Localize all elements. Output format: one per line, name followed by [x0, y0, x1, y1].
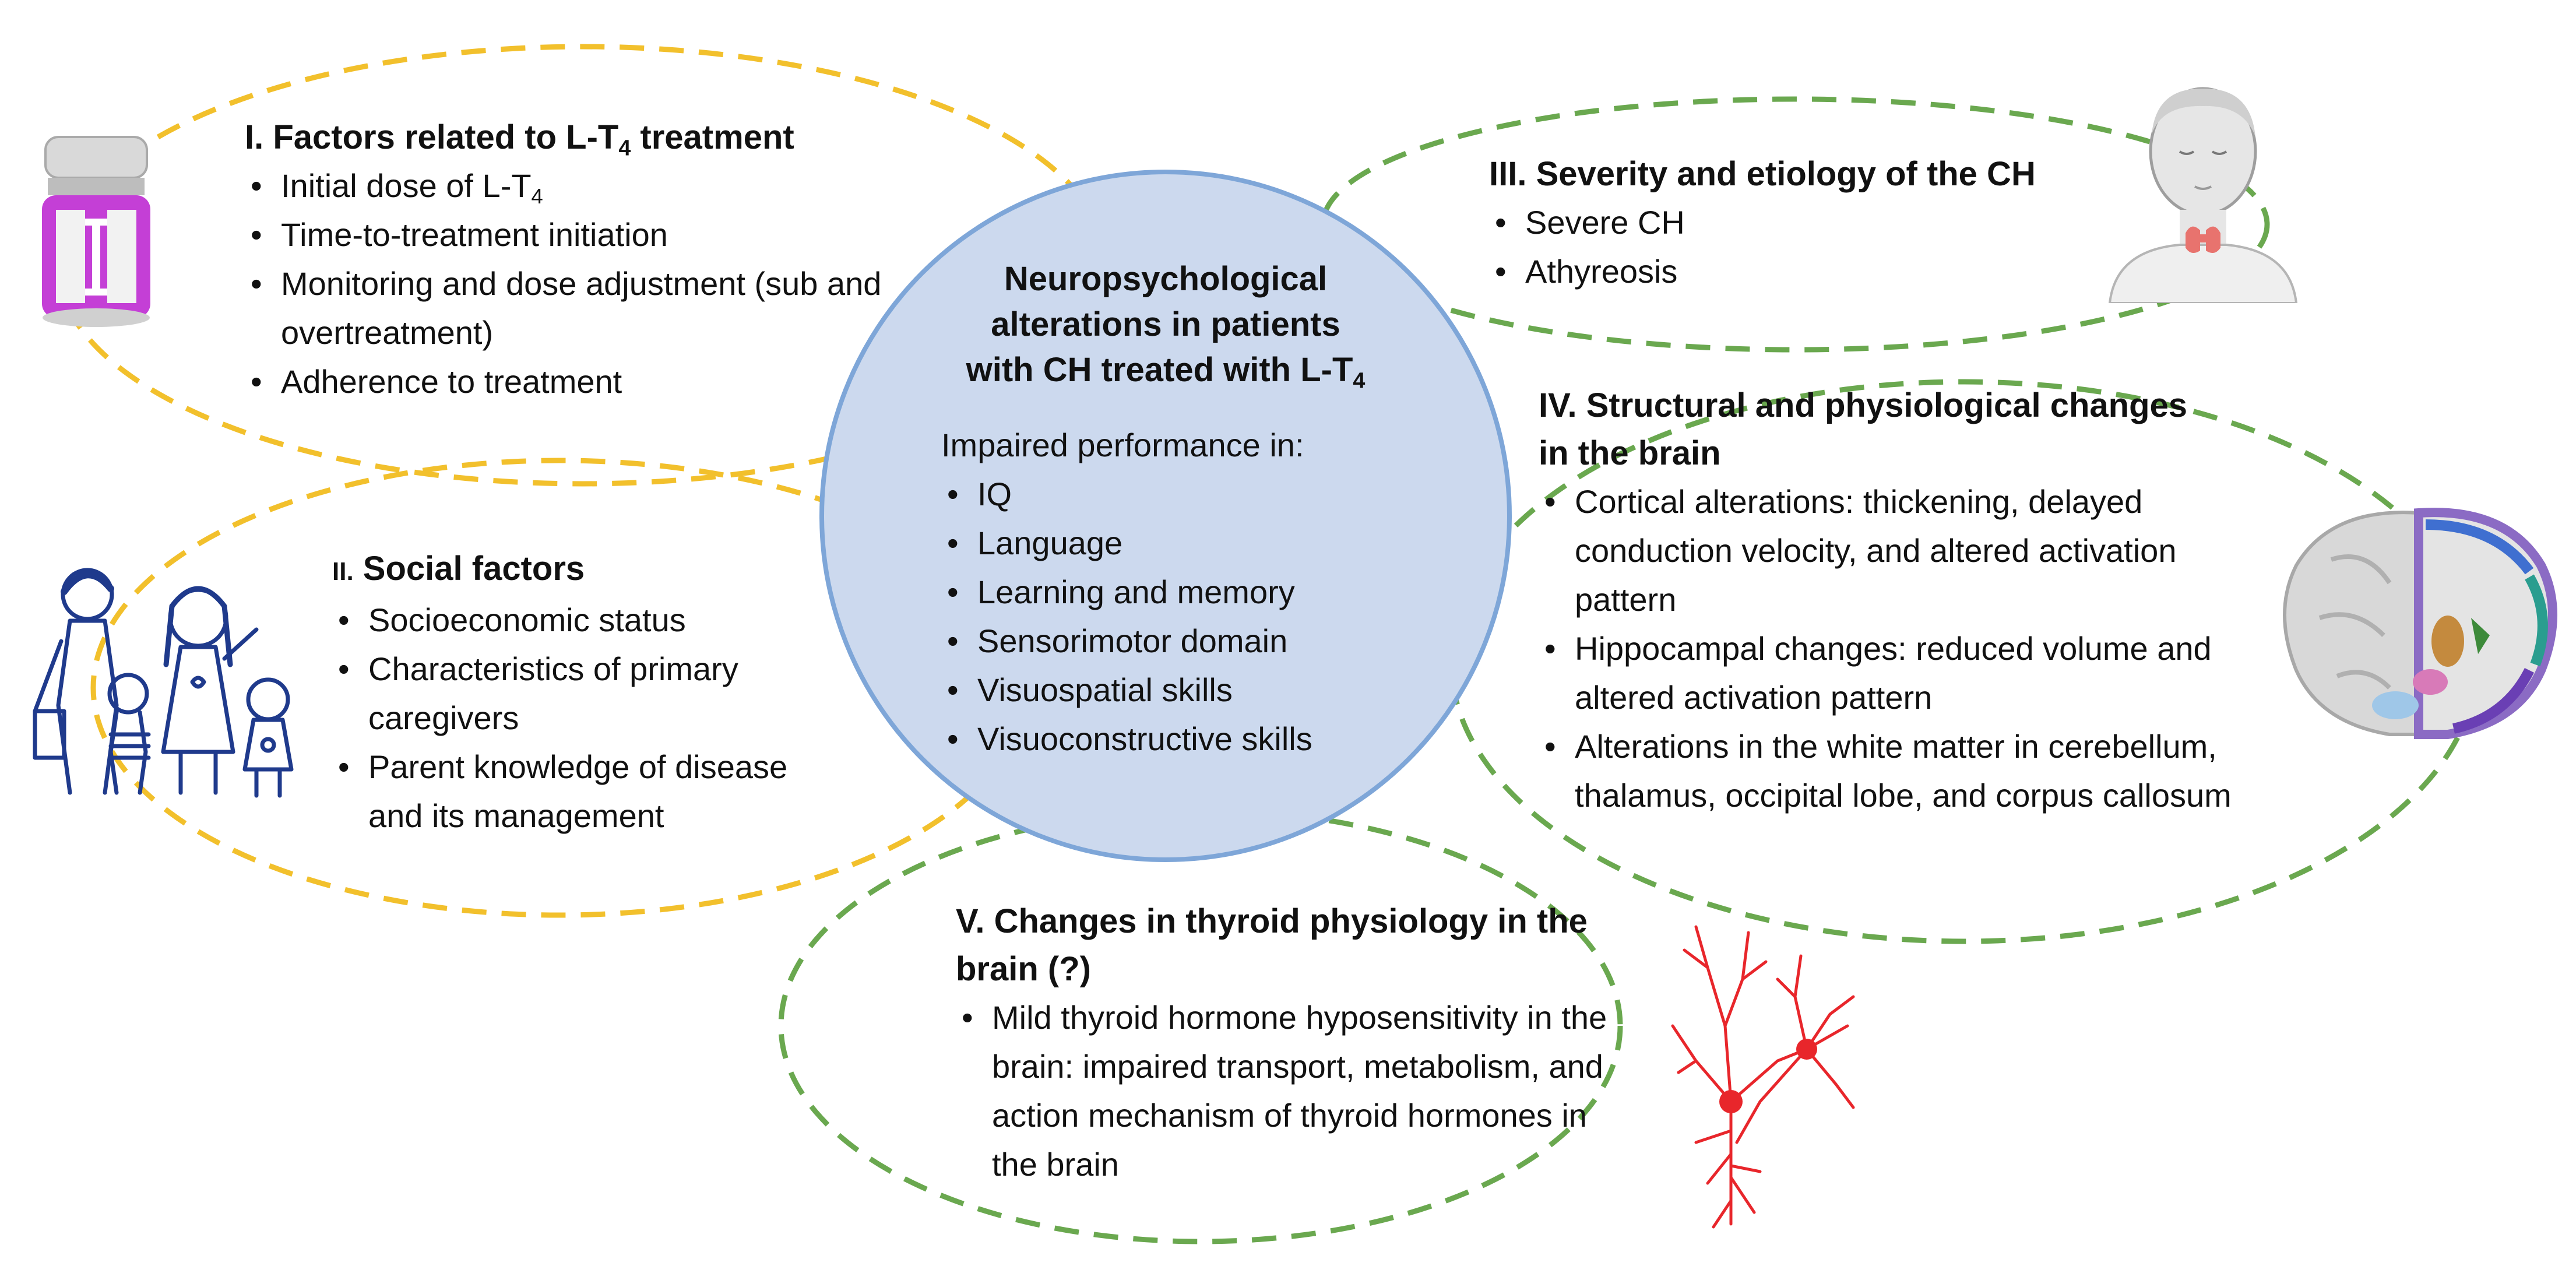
section-4-item: Alterations in the white matter in cereb… [1539, 722, 2250, 820]
section-1-item: Monitoring and dose adjustment (sub and … [245, 259, 910, 357]
section-1-title: I. Factors related to L-T4 treatment [245, 114, 932, 161]
medicine-bottle-icon [42, 136, 150, 327]
section-2-title: II. Social factors [332, 545, 845, 596]
section-1-item-sub: 4 [531, 184, 543, 208]
section-4-title: IV. Structural and physiological changes… [1539, 386, 2188, 472]
section-2-item: Socioeconomic status [332, 596, 845, 645]
center-item: IQ [941, 470, 1445, 519]
section-3-item: Severe CH [1489, 198, 2130, 247]
ellipse-section-3 [1320, 96, 2270, 353]
section-2-title-text: Social factors [353, 550, 585, 588]
center-item: Language [941, 519, 1445, 568]
section-3: III. Severity and etiology of the CH Sev… [1489, 150, 2130, 296]
brain-section-icon [2283, 508, 2557, 739]
section-3-list: Severe CH Athyreosis [1489, 198, 2130, 296]
center-title-sub: 4 [1353, 368, 1366, 393]
section-1-item: Adherence to treatment [245, 357, 932, 406]
center-item: Visuospatial skills [941, 666, 1445, 715]
section-1-title-sub: 4 [618, 135, 631, 160]
section-4-item: Hippocampal changes: reduced volume and … [1539, 624, 2250, 722]
section-2: II. Social factors Socioeconomic status … [332, 545, 845, 841]
center-subtitle: Impaired performance in: [941, 427, 1304, 463]
neuron-icon [1671, 925, 1855, 1229]
center-list: IQ Language Learning and memory Sensorim… [941, 470, 1445, 764]
center-item: Learning and memory [941, 568, 1445, 617]
section-1-item: Initial dose of L-T4 [245, 161, 932, 210]
center-item: Sensorimotor domain [941, 617, 1445, 666]
center-title-line-3-text: with CH treated with L-T [966, 351, 1353, 389]
section-2-item: Parent knowledge of disease and its mana… [332, 743, 845, 841]
section-1-title-text: I. Factors related to L-T [245, 118, 619, 156]
section-5-list: Mild thyroid hormone hyposensitivity in … [956, 993, 1644, 1189]
section-2-roman: II. [332, 557, 354, 586]
section-4-list: Cortical alterations: thickening, delaye… [1539, 477, 2250, 820]
section-1-title-tail: treatment [631, 118, 794, 156]
center-title-line-3: with CH treated with L-T4 [886, 347, 1445, 393]
center-title-line-2: alterations in patients [991, 305, 1340, 343]
section-1-list: Initial dose of L-T4 Time-to-treatment i… [245, 161, 932, 406]
section-1-item: Time-to-treatment initiation [245, 210, 932, 259]
thyroid-person-icon [2108, 87, 2298, 303]
section-4: IV. Structural and physiological changes… [1539, 382, 2250, 820]
section-3-item: Athyreosis [1489, 247, 2130, 296]
center-title: Neuropsychological alterations in patien… [886, 256, 1445, 393]
section-3-title: III. Severity and etiology of the CH [1489, 155, 2036, 193]
section-5-title: V. Changes in thyroid physiology in the … [956, 902, 1588, 988]
center-content: Neuropsychological alterations in patien… [886, 256, 1445, 764]
center-item: Visuoconstructive skills [941, 715, 1445, 764]
section-2-item: Characteristics of primary caregivers [332, 645, 845, 743]
section-5-item: Mild thyroid hormone hyposensitivity in … [956, 993, 1621, 1189]
section-2-list: Socioeconomic status Characteristics of … [332, 596, 845, 841]
section-5: V. Changes in thyroid physiology in the … [956, 898, 1644, 1189]
center-title-line-1: Neuropsychological [1004, 260, 1328, 298]
section-1-item-text: Initial dose of L-T [281, 167, 532, 204]
section-1: I. Factors related to L-T4 treatment Ini… [245, 114, 932, 406]
family-drawing-icon [33, 568, 294, 798]
section-4-item: Cortical alterations: thickening, delaye… [1539, 477, 2250, 624]
